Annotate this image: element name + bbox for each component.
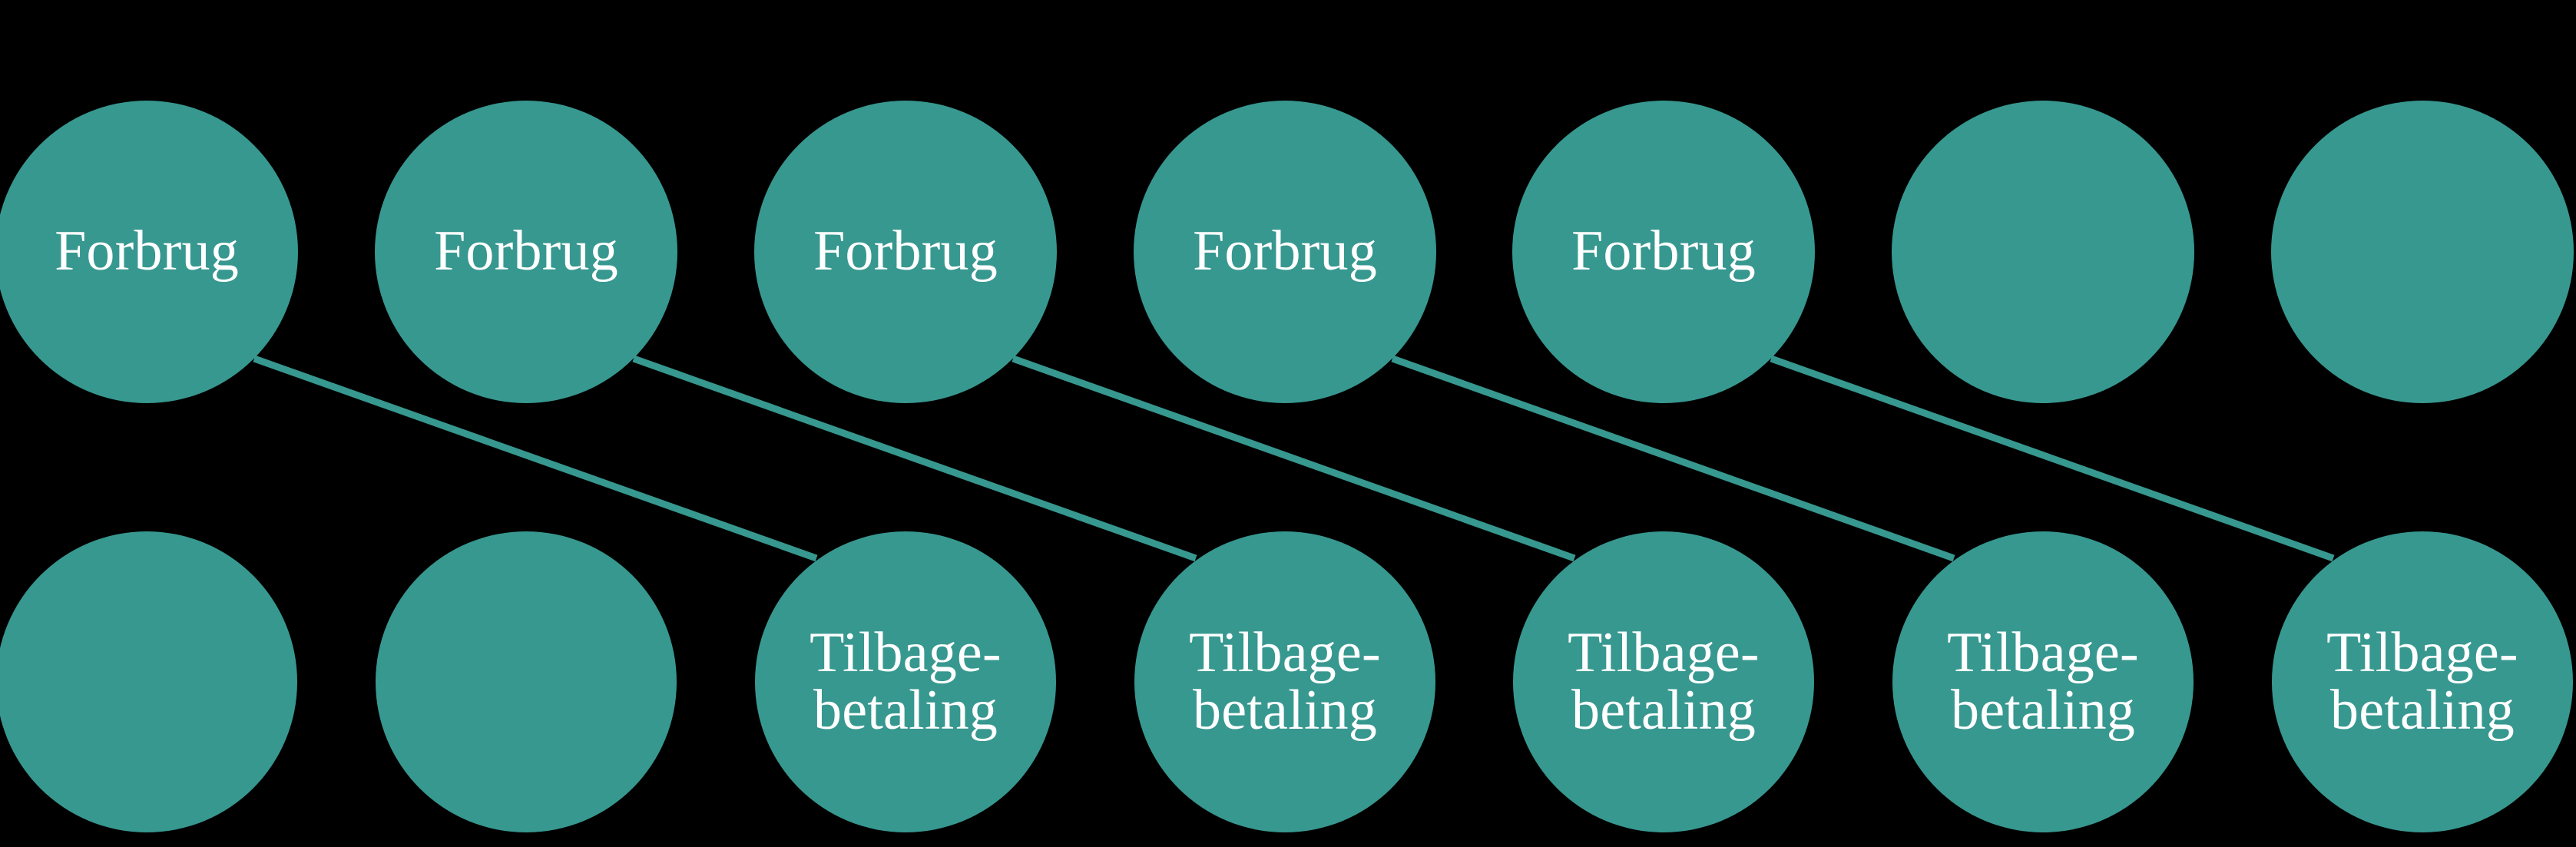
- node-circle-b4[interactable]: Tilbage- betaling: [1134, 531, 1435, 832]
- node-circle-b3[interactable]: Tilbage- betaling: [755, 531, 1056, 832]
- node-circle-t2[interactable]: Forbrug: [375, 101, 677, 403]
- node-label-b5: Tilbage- betaling: [1568, 620, 1760, 742]
- node-circle-b2[interactable]: [376, 531, 677, 832]
- node-label-t5: Forbrug: [1571, 220, 1756, 283]
- node-label-b6: Tilbage- betaling: [1947, 620, 2139, 742]
- node-circle-t5[interactable]: Forbrug: [1512, 101, 1815, 403]
- node-circle-t6[interactable]: [1892, 101, 2194, 403]
- node-label-b4: Tilbage- betaling: [1189, 620, 1381, 742]
- node-circle-b7[interactable]: Tilbage- betaling: [2272, 531, 2573, 832]
- node-circle-t7[interactable]: [2271, 101, 2574, 403]
- node-label-t4: Forbrug: [1193, 220, 1377, 283]
- node-circle-b5[interactable]: Tilbage- betaling: [1513, 531, 1814, 832]
- node-circle-t4[interactable]: Forbrug: [1134, 101, 1436, 403]
- node-circle-b6[interactable]: Tilbage- betaling: [1892, 531, 2194, 832]
- node-label-b3: Tilbage- betaling: [810, 620, 1002, 742]
- node-circle-b1[interactable]: [0, 531, 297, 832]
- node-label-t2: Forbrug: [434, 220, 618, 283]
- node-label-b7: Tilbage- betaling: [2326, 620, 2518, 742]
- node-label-t3: Forbrug: [813, 220, 998, 283]
- node-circle-t1[interactable]: Forbrug: [0, 101, 298, 403]
- node-label-t1: Forbrug: [55, 220, 239, 283]
- node-circle-t3[interactable]: Forbrug: [754, 101, 1057, 403]
